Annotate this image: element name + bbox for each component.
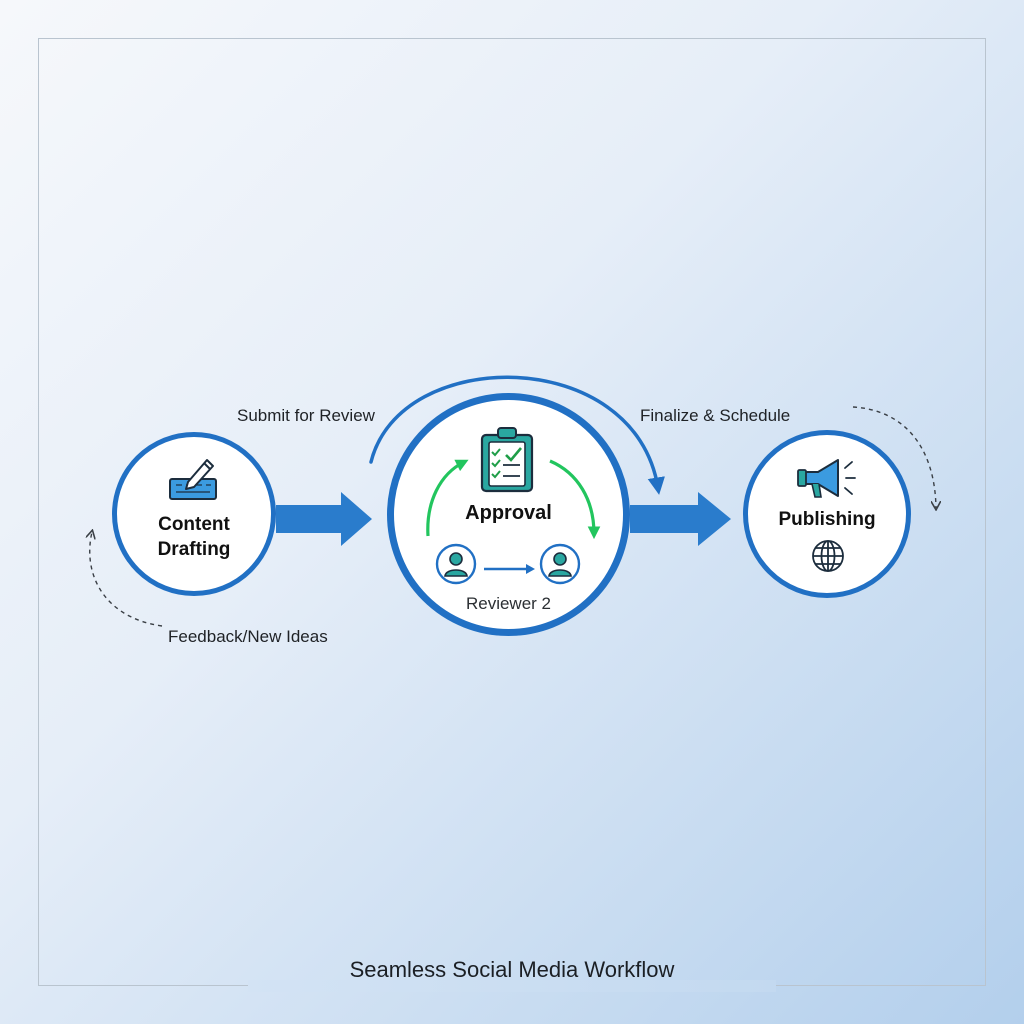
frame-caption-gap bbox=[248, 980, 776, 992]
publishing-node bbox=[743, 430, 911, 598]
feedback-loop-arrow bbox=[90, 532, 163, 627]
publishing-label: Publishing bbox=[778, 509, 876, 530]
publishing-loop-arrow bbox=[852, 406, 936, 508]
content-drafting-label-line-2: Drafting bbox=[157, 539, 231, 560]
feedback-new-ideas-label: Feedback/New Ideas bbox=[168, 627, 328, 646]
flow-arrow-approval-to-publishing bbox=[630, 492, 731, 546]
diagram-caption: Seamless Social Media Workflow bbox=[349, 957, 675, 982]
submit-for-review-label: Submit for Review bbox=[237, 406, 375, 425]
approval-label: Approval bbox=[465, 502, 552, 524]
content-drafting-label: Content Drafting bbox=[112, 512, 276, 562]
reviewer-label: Reviewer 2 bbox=[465, 594, 552, 613]
finalize-schedule-label: Finalize & Schedule bbox=[640, 406, 791, 425]
review-arc-arrow bbox=[369, 375, 665, 495]
flow-arrow-drafting-to-approval bbox=[276, 492, 372, 546]
content-drafting-label-line-1: Content bbox=[158, 514, 230, 535]
